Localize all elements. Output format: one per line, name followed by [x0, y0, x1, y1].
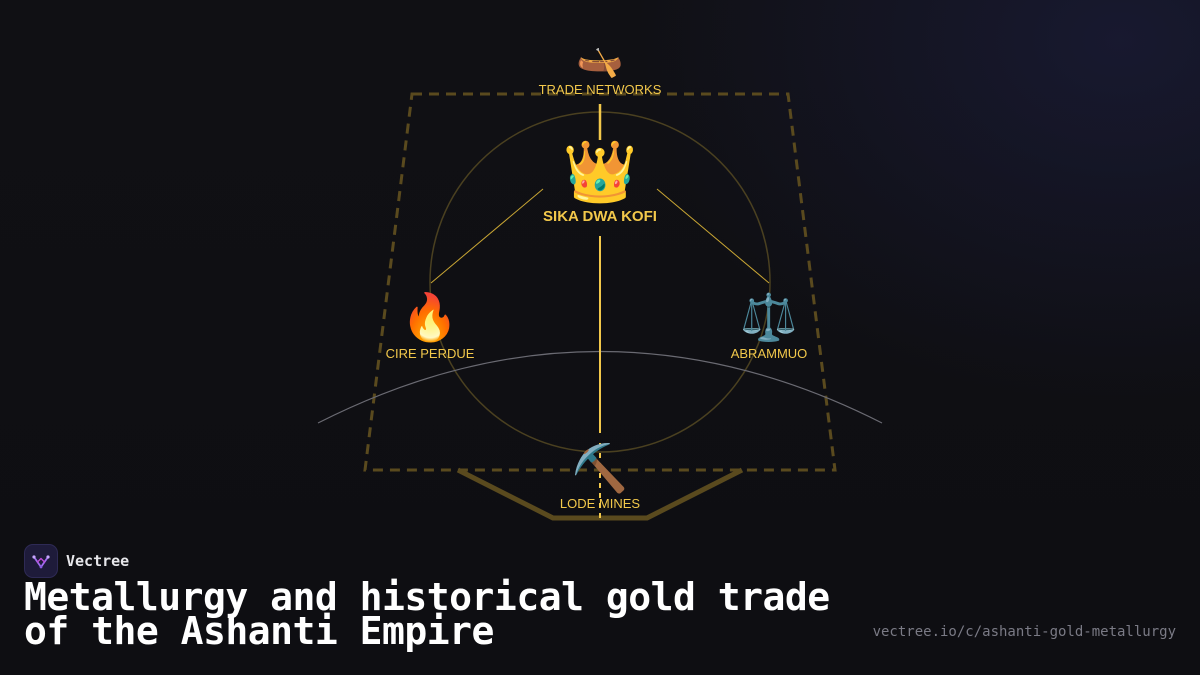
crown-icon: 👑 — [563, 137, 638, 207]
node-label-trade-networks: TRADE NETWORKS — [539, 82, 662, 97]
page-title: Metallurgy and historical gold trade of … — [24, 575, 830, 653]
page-url[interactable]: vectree.io/c/ashanti-gold-metallurgy — [872, 624, 1176, 640]
node-label-abrammuo: ABRAMMUO — [731, 346, 808, 361]
node-label-sika-dwa-kofi: SIKA DWA KOFI — [543, 208, 657, 225]
vectree-logo-icon — [24, 544, 58, 578]
node-label-cire-perdue: CIRE PERDUE — [386, 346, 475, 361]
node-lode-mines: ⛏️ LODE MINES — [560, 441, 641, 511]
canoe-icon: 🛶 — [576, 35, 623, 79]
connector-left — [430, 188, 544, 284]
pickaxe-icon: ⛏️ — [571, 441, 628, 495]
fire-icon: 🔥 — [401, 290, 458, 344]
node-trade-networks: 🛶 TRADE NETWORKS — [539, 35, 662, 97]
node-label-lode-mines: LODE MINES — [560, 496, 641, 511]
dashed-frame — [363, 92, 837, 472]
node-abrammuo: ⚖️ ABRAMMUO — [731, 290, 808, 361]
brand[interactable]: Vectree — [24, 544, 129, 578]
node-cire-perdue: 🔥 CIRE PERDUE — [386, 290, 475, 361]
connector-right — [656, 188, 770, 284]
node-sika-dwa-kofi: 👑 SIKA DWA KOFI — [543, 137, 657, 225]
brand-name: Vectree — [66, 552, 130, 570]
balance-scale-icon: ⚖️ — [740, 290, 797, 344]
